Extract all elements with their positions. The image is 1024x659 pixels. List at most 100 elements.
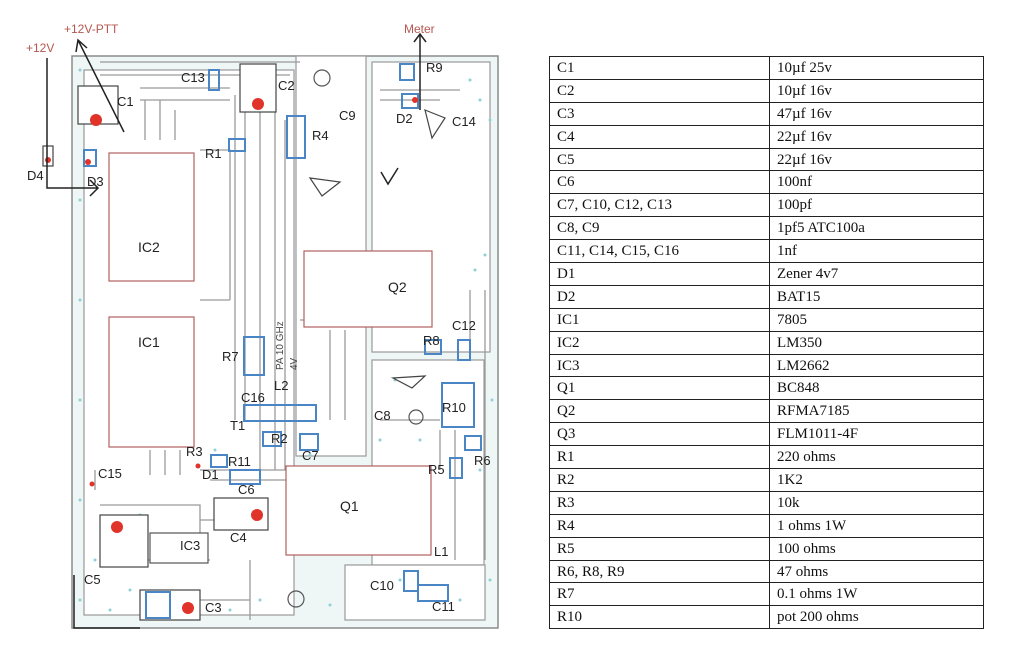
label-c13: C13 (181, 70, 205, 85)
wire-12v (46, 58, 100, 197)
r6-pad (464, 435, 482, 451)
board-text-4v: 4V (289, 357, 300, 370)
label-r11: R11 (228, 454, 251, 469)
part-reference: IC3 (549, 353, 770, 378)
label-ic3: IC3 (180, 538, 200, 553)
part-value: 10k (769, 490, 984, 515)
pcb-layout: +12V +12V-PTT Meter IC2 IC1 Q2 Q1 IC3 C1… (26, 22, 499, 629)
part-value: 7805 (769, 307, 984, 332)
board-text-pa: PA 10 GHz (275, 321, 286, 370)
label-r10: R10 (442, 400, 466, 415)
mounting-hole-mid (408, 409, 424, 425)
label-r4: R4 (312, 128, 329, 143)
r8-pad (424, 339, 442, 355)
part-reference: IC1 (549, 307, 770, 332)
d4-body (42, 145, 54, 167)
part-reference: R10 (549, 605, 770, 630)
label-c14: C14 (452, 114, 476, 129)
part-reference: R7 (549, 582, 770, 607)
label-c10: C10 (370, 578, 394, 593)
wire-ground (73, 575, 140, 629)
r4-pad (286, 115, 306, 159)
r11-pad (229, 469, 261, 485)
l2-pad (243, 404, 317, 422)
part-value: FLM1011-4F (769, 422, 984, 447)
part-value: LM2662 (769, 353, 984, 378)
part-value: 1nf (769, 239, 984, 264)
mounting-hole-bottom (287, 590, 305, 608)
part-value: Zener 4v7 (769, 262, 984, 286)
c3-pad (145, 591, 171, 619)
r3-pad (210, 454, 228, 468)
label-l1: L1 (434, 544, 448, 559)
wire-12v-ptt (75, 38, 125, 133)
part-value: BAT15 (769, 284, 984, 309)
part-value: 1K2 (769, 468, 984, 492)
part-reference: C5 (549, 147, 770, 172)
part-value: 1pf5 ATC100a (769, 216, 984, 241)
label-r7: R7 (222, 349, 239, 364)
c12-pad (457, 339, 471, 361)
part-reference: R5 (549, 536, 770, 561)
part-value: 47 ohms (769, 559, 984, 584)
label-d4: D4 (27, 168, 44, 183)
part-value: 10µf 25v (769, 56, 984, 80)
q2-body (303, 250, 433, 328)
label-c7: C7 (302, 448, 319, 463)
part-reference: Q3 (549, 422, 770, 447)
part-reference: C11, C14, C15, C16 (549, 239, 770, 264)
part-value: 22µf 16v (769, 124, 984, 149)
region-bottom (344, 564, 486, 621)
label-c5: C5 (84, 572, 101, 587)
part-value: 1 ohms 1W (769, 513, 984, 538)
label-c11: C11 (432, 599, 455, 614)
c13-pad (208, 69, 220, 91)
label-r3: R3 (186, 444, 203, 459)
label-12v-ptt: +12V-PTT (64, 22, 119, 36)
label-r5: R5 (428, 462, 445, 477)
r1-pad (228, 138, 246, 152)
part-value: 47µf 16v (769, 101, 984, 126)
part-reference: D1 (549, 262, 770, 286)
r5-pad (449, 457, 463, 479)
part-value: 0.1 ohms 1W (769, 582, 984, 607)
d2-pad (401, 93, 419, 109)
part-value: 100 ohms (769, 536, 984, 561)
label-c3: C3 (205, 600, 222, 615)
part-reference: R1 (549, 445, 770, 470)
label-12v: +12V (26, 41, 54, 55)
label-c12: C12 (452, 318, 476, 333)
label-t1: T1 (230, 418, 245, 433)
part-reference: R6, R8, R9 (549, 559, 770, 584)
c8-tab (390, 375, 427, 389)
label-r1: R1 (205, 146, 222, 161)
label-c8: C8 (374, 408, 391, 423)
part-reference: Q2 (549, 399, 770, 424)
label-l2: L2 (274, 378, 288, 393)
r7-pad (243, 336, 265, 376)
part-value: 100pf (769, 193, 984, 218)
ic2-body (108, 152, 195, 282)
wire-meter (413, 32, 427, 110)
part-reference: IC2 (549, 330, 770, 355)
part-reference: D2 (549, 284, 770, 309)
